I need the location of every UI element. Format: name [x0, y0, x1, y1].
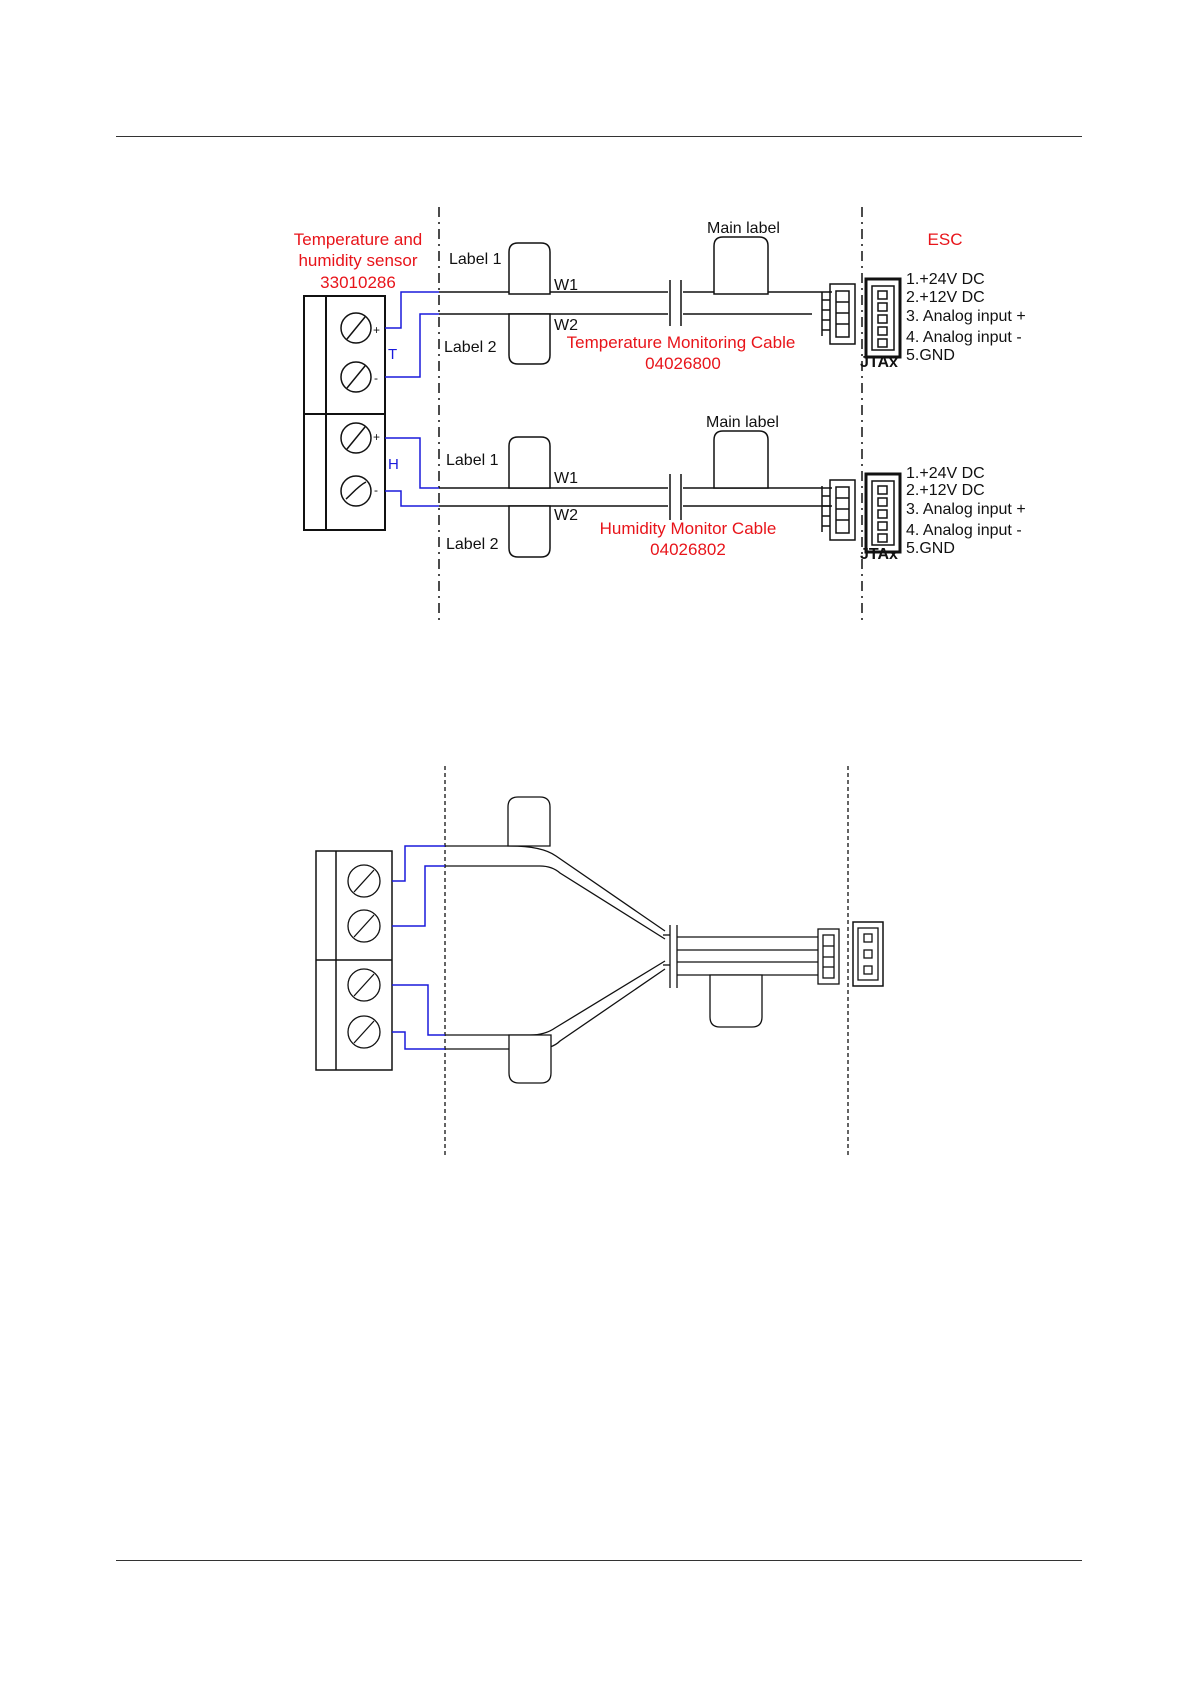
lower-pin-4: 4. Analog input -: [906, 522, 1022, 539]
screw-terminal-icon: [340, 422, 372, 454]
upper-label1-text: Label 1: [449, 251, 502, 268]
upper-pin-2: 2.+12V DC: [906, 289, 985, 306]
upper-w1-text: W1: [554, 277, 578, 294]
upper-main-label-tag: [713, 236, 769, 295]
lower-pin-5: 5.GND: [906, 540, 955, 557]
upper-label1-tag: [508, 242, 551, 295]
sensor-title-line1: Temperature and: [294, 230, 423, 249]
sensor-code: 33010286: [320, 273, 396, 292]
lower-label2-tag: [508, 505, 551, 558]
diagram-1: [303, 207, 902, 620]
lower-connector-tag: JTAx: [860, 546, 898, 563]
lower-cable-code: 04026802: [650, 540, 726, 559]
upper-pin-3: 3. Analog input +: [906, 308, 1026, 325]
footer-rule: [116, 1560, 1082, 1561]
screw-terminal-icon: [347, 1015, 381, 1049]
lower-pin-1: 1.+24V DC: [906, 465, 985, 482]
upper-label2-tag: [508, 313, 551, 365]
upper-pin-5: 5.GND: [906, 347, 955, 364]
upper-jtax-socket: [864, 277, 902, 359]
header-rule: [116, 136, 1082, 137]
lower-label1-tag: [508, 436, 551, 489]
lower-plug: [821, 479, 856, 541]
lower-w1-text: W1: [554, 470, 578, 487]
sensor-terminal-block-2: [315, 850, 393, 1071]
esc-title: ESC: [928, 230, 963, 249]
lower-main-label-text: Main label: [706, 414, 779, 431]
screw-terminal-icon: [347, 864, 381, 898]
lower-pin-2: 2.+12V DC: [906, 482, 985, 499]
upper-main-label-text: Main label: [707, 220, 780, 237]
screw-terminal-icon: [347, 909, 381, 943]
screw-terminal-icon: [347, 968, 381, 1002]
sensor-terminal-block: [303, 295, 386, 531]
sensor-blue-wires-1: [385, 291, 439, 507]
lower-terminal-letter: H: [388, 456, 399, 473]
diagram-2: [315, 766, 884, 1155]
lower-w2-text: W2: [554, 507, 578, 524]
jtax-socket-2: [852, 921, 884, 987]
screw-terminal-icon: [340, 475, 372, 507]
upper-minus-sign: -: [374, 371, 378, 385]
lower-branch-cable: [445, 960, 666, 1036]
upper-cable-name: Temperature Monitoring Cable: [567, 333, 796, 352]
upper-pin-1: 1.+24V DC: [906, 271, 985, 288]
upper-pin-4: 4. Analog input -: [906, 329, 1022, 346]
lower-plus-sign: +: [373, 430, 380, 444]
lower-main-label-tag: [713, 430, 769, 489]
screw-terminal-icon: [340, 361, 372, 393]
lower-label1-text: Label 1: [446, 452, 499, 469]
lower-cable-name: Humidity Monitor Cable: [600, 519, 777, 538]
lower-jtax-socket: [864, 472, 902, 554]
screw-terminal-icon: [340, 312, 372, 344]
upper-cable-code: 04026800: [645, 354, 721, 373]
sensor-blue-wires-2: [392, 845, 445, 1050]
upper-terminal-letter: T: [388, 346, 397, 363]
lower-pin-3: 3. Analog input +: [906, 501, 1026, 518]
lower-minus-sign: -: [374, 483, 378, 497]
sensor-title-line2: humidity sensor: [298, 251, 417, 270]
upper-w2-text: W2: [554, 317, 578, 334]
lower-branch-tag: [508, 1034, 552, 1084]
plug-2: [817, 928, 840, 985]
upper-plug: [821, 283, 856, 345]
main-label-tag-2: [709, 974, 763, 1028]
lower-label2-text: Label 2: [446, 536, 499, 553]
upper-branch-tag: [507, 796, 551, 847]
upper-label2-text: Label 2: [444, 339, 497, 356]
upper-plus-sign: +: [373, 323, 380, 337]
upper-connector-tag: JTAx: [860, 354, 898, 371]
